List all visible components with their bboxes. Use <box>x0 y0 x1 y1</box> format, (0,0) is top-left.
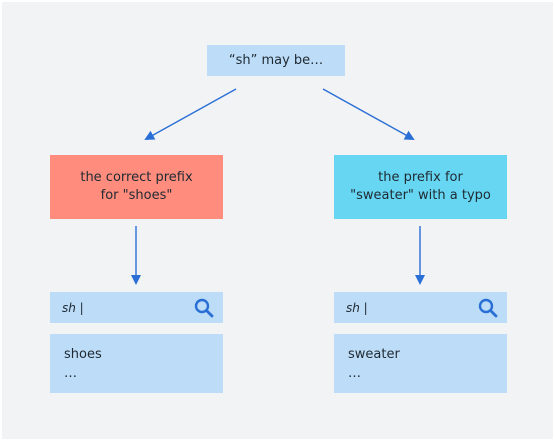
left-interpretation-box: the correct prefix for "shoes" <box>50 155 223 219</box>
list-item[interactable]: sweater <box>348 347 400 362</box>
arrow-top-to-left <box>144 88 237 140</box>
right-search-input[interactable]: sh | <box>334 292 507 323</box>
top-question-box: “sh” may be… <box>207 45 345 76</box>
list-item: … <box>348 366 361 381</box>
list-item: … <box>64 366 77 381</box>
top-question-label: “sh” may be… <box>228 52 324 68</box>
search-icon[interactable] <box>477 297 499 319</box>
list-item[interactable]: shoes <box>64 347 102 362</box>
right-search-text: sh | <box>346 300 368 315</box>
search-icon[interactable] <box>193 297 215 319</box>
right-interpretation-label: the prefix for "sweater" with a typo <box>350 170 491 203</box>
right-results-list: sweater … <box>334 334 507 393</box>
left-search-text: sh | <box>62 300 84 315</box>
left-interpretation-label: the correct prefix for "shoes" <box>80 170 193 203</box>
left-search-input[interactable]: sh | <box>50 292 223 323</box>
right-interpretation-box: the prefix for "sweater" with a typo <box>334 155 507 219</box>
arrow-top-to-right <box>322 88 415 140</box>
left-results-list: shoes … <box>50 334 223 393</box>
